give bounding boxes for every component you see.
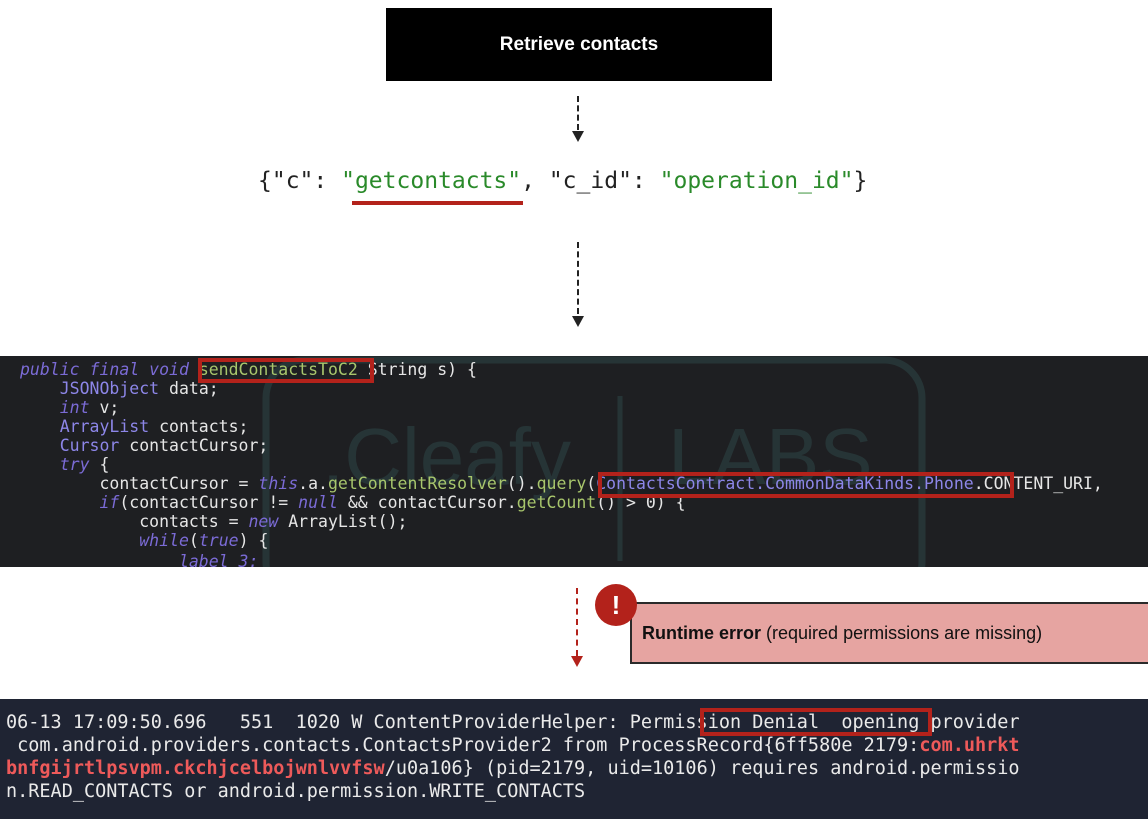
code-text: (contactCursor != <box>119 493 299 512</box>
code-method-name: getContentResolver <box>327 474 507 493</box>
code-method-name: query <box>536 474 587 493</box>
code-keyword: true <box>198 531 239 550</box>
json-sep-1: : <box>313 168 342 194</box>
code-line-7: contactCursor = this.a.getContentResolve… <box>20 474 1113 493</box>
code-keyword: while <box>20 531 189 550</box>
exclamation-glyph: ! <box>611 589 621 620</box>
runtime-error-box: Runtime error (required permissions are … <box>630 602 1148 664</box>
code-type: JSONObject <box>20 379 160 398</box>
malware-package-name: com.uhrkt <box>919 735 1020 756</box>
code-line-11: label_3: <box>20 552 258 567</box>
code-text: contactCursor; <box>119 436 269 455</box>
code-line-3: int v; <box>20 398 120 417</box>
code-type: ArrayList <box>20 417 150 436</box>
code-keyword: this <box>258 474 299 493</box>
highlight-contactscontract-phone <box>598 472 1014 498</box>
code-method-name: sendContactsToC2 <box>198 360 358 379</box>
json-key-c-id: "c_id" <box>548 168 632 194</box>
log-line-2: com.android.providers.contacts.ContactsP… <box>6 734 1020 757</box>
log-line-1: 06-13 17:09:50.696 551 1020 W ContentPro… <box>6 711 1020 734</box>
code-text: ArrayList(); <box>278 512 408 531</box>
json-close-brace: } <box>853 168 868 194</box>
log-text: 06-13 17:09:50.696 551 1020 W ContentPro… <box>6 712 630 733</box>
code-line-1: public final void sendContactsToC2 Strin… <box>20 360 477 379</box>
json-value-getcontacts: "getcontacts" <box>341 168 522 194</box>
log-line-3: bnfgijrtlpsvpm.ckchjcelbojwnlvvfsw/u0a10… <box>6 757 1020 780</box>
cleafy-labs-watermark: .Cleafy LABS <box>262 356 926 567</box>
code-keyword: if <box>20 493 120 512</box>
code-text: (). <box>506 474 537 493</box>
code-text: contactCursor = <box>20 474 259 493</box>
code-snippet-panel: .Cleafy LABS public final void sendConta… <box>0 356 1148 567</box>
code-keyword: try <box>20 455 90 474</box>
code-text: ( <box>586 474 597 493</box>
malware-package-name: bnfgijrtlpsvpm.ckchjcelbojwnlvvfsw <box>6 758 385 779</box>
retrieve-contacts-box: Retrieve contacts <box>386 8 772 81</box>
code-text: ( <box>188 531 199 550</box>
code-text: { <box>89 455 110 474</box>
runtime-error-detail: (required permissions are missing) <box>761 622 1043 643</box>
log-line-4: n.READ_CONTACTS or android.permission.WR… <box>6 780 585 803</box>
code-text: contacts = <box>20 512 249 531</box>
retrieve-contacts-label: Retrieve contacts <box>499 33 659 55</box>
logcat-panel: 06-13 17:09:50.696 551 1020 W ContentPro… <box>0 699 1148 819</box>
code-type: Cursor <box>20 436 120 455</box>
log-text: opening provider <box>819 712 1020 733</box>
json-value-operation-id: "operation_id" <box>659 168 854 194</box>
watermark-right-text: LABS <box>668 412 873 501</box>
code-type: ContactsContract.CommonDataKinds.Phone <box>596 474 974 493</box>
code-text: contacts; <box>149 417 249 436</box>
json-open-brace: { <box>258 168 272 194</box>
code-line-6: try { <box>20 455 110 474</box>
highlight-permission-denial <box>700 708 932 736</box>
json-key-c: "c" <box>271 168 314 194</box>
getcontacts-underline <box>352 201 523 205</box>
code-line-5: Cursor contactCursor; <box>20 436 269 455</box>
json-comma: , <box>521 168 549 194</box>
flow-arrow-line-1 <box>577 96 579 130</box>
runtime-arrowhead <box>571 656 583 667</box>
log-text: n.READ_CONTACTS or android.permission.WR… <box>6 781 586 802</box>
json-sep-2: : <box>631 168 660 194</box>
code-text: .CONTENT_URI, <box>973 474 1113 493</box>
code-keyword: int <box>20 398 90 417</box>
code-keyword: public final void <box>20 360 199 379</box>
flow-arrowhead-2 <box>572 316 584 327</box>
code-text: String s) { <box>357 360 477 379</box>
exclamation-icon: ! <box>595 584 637 626</box>
code-line-4: ArrayList contacts; <box>20 417 249 436</box>
log-text: /u0a106} (pid=2179, uid=10106) requires … <box>384 758 1020 779</box>
permission-denial-text: Permission Denial <box>629 712 820 733</box>
flow-arrowhead-1 <box>572 131 584 142</box>
code-text: v; <box>89 398 120 417</box>
code-text: ) { <box>238 531 269 550</box>
code-text: .a. <box>298 474 328 493</box>
log-text: com.android.providers.contacts.ContactsP… <box>6 735 920 756</box>
code-line-10: while(true) { <box>20 531 268 550</box>
runtime-error-title: Runtime error <box>642 622 762 643</box>
watermark-left-text: .Cleafy <box>322 412 571 501</box>
code-text: data; <box>159 379 219 398</box>
runtime-arrow-line <box>576 588 578 656</box>
code-line-8: if(contactCursor != null && contactCurso… <box>20 493 685 512</box>
highlight-sendcontactstoc2 <box>198 358 374 383</box>
flow-arrow-line-2 <box>577 242 579 314</box>
code-text: && contactCursor. <box>337 493 517 512</box>
json-command: {"c": "getcontacts", "c_id": "operation_… <box>258 168 867 194</box>
code-keyword: label_3: <box>20 552 259 567</box>
code-method-name: getCount <box>516 493 597 512</box>
code-keyword: null <box>298 493 338 512</box>
code-keyword: new <box>248 512 279 531</box>
code-line-2: JSONObject data; <box>20 379 219 398</box>
code-line-9: contacts = new ArrayList(); <box>20 512 407 531</box>
